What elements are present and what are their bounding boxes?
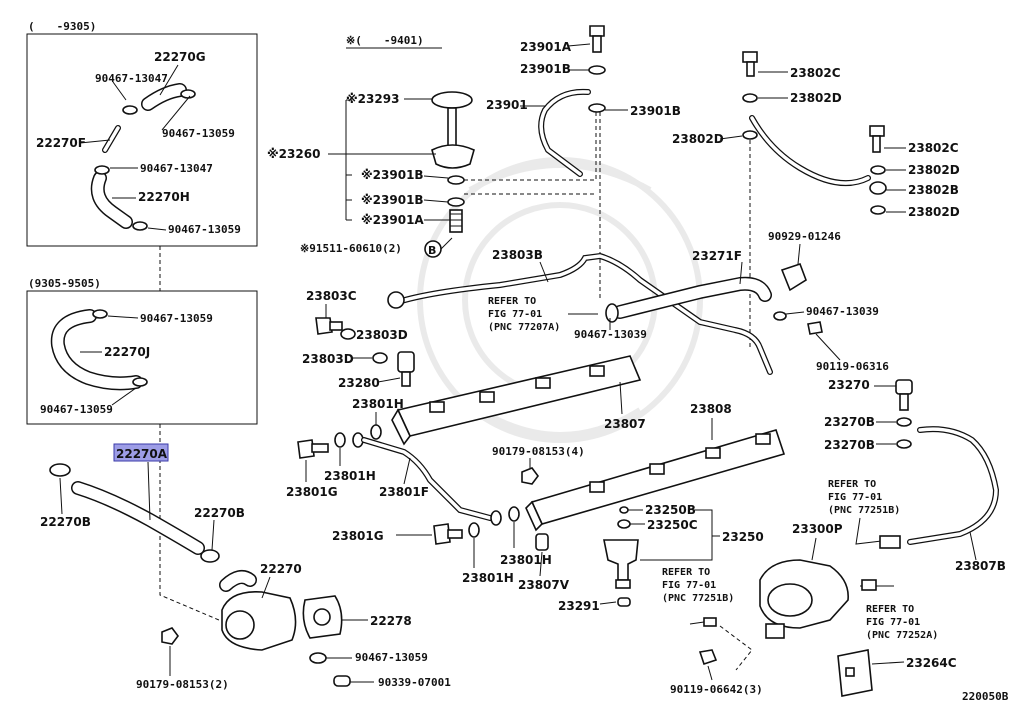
label-23803D-b: 23803D	[302, 352, 354, 366]
pressure-regulator-group: ※( -9401) ※23293 ※23260 ※23901B ※23901B …	[267, 34, 597, 258]
label-23901B-note1: ※23901B	[361, 168, 424, 182]
label-23280: 23280	[338, 376, 380, 390]
label-23802D-c: 23802D	[908, 163, 960, 177]
pnc-77252a: (PNC 77252A)	[866, 630, 938, 641]
pnc-77251b-2: (PNC 77251B)	[828, 505, 900, 516]
fig-77-01-77251b: FIG 77-01	[662, 580, 716, 591]
refer-to-77252a: REFER TO	[866, 604, 914, 615]
fig-77-01-77251b-2: FIG 77-01	[828, 492, 882, 503]
box-pre-9305: ( -9305) 22270G 90467-13047 90467-13059 …	[26, 20, 258, 247]
label-90119-06642-3: 90119-06642(3)	[670, 683, 763, 696]
label-23293: ※23293	[346, 92, 399, 106]
label-23901A: 23901A	[520, 40, 572, 54]
right-side-parts: 23270 23270B 23270B 23807B REFER TO FIG …	[759, 378, 1009, 703]
label-23264C: 23264C	[906, 656, 957, 670]
lower-left-hoses: 22270A 22270B 22270B 22270 22278 90467-1…	[40, 443, 451, 691]
fig-77-01-77252a: FIG 77-01	[866, 617, 920, 628]
label-90467-13059-b: 90467-13059	[168, 223, 241, 236]
label-23801H-c: 23801H	[462, 571, 514, 585]
lower-fittings: 23801G 23801H 23801H 23807V 23250B 23250…	[332, 503, 764, 696]
fuel-rail-23807: 23803C 23803D 23803D 23280 23807 23801H …	[286, 289, 646, 521]
label-90467-13059-c: 90467-13059	[140, 312, 213, 325]
label-22278: 22278	[370, 614, 412, 628]
pnc-77251b: (PNC 77251B)	[662, 593, 734, 604]
label-23271F: 23271F	[692, 249, 742, 263]
label-23801H-a: 23801H	[352, 397, 404, 411]
label-23270B-b: 23270B	[824, 438, 875, 452]
label-23803C: 23803C	[306, 289, 357, 303]
label-23291: 23291	[558, 599, 600, 613]
label-23250C: 23250C	[647, 518, 698, 532]
label-23803D-a: 23803D	[356, 328, 408, 342]
label-23802D-d: 23802D	[908, 205, 960, 219]
label-90467-13047-b: 90467-13047	[140, 162, 213, 175]
label-23807V: 23807V	[518, 578, 570, 592]
label-23807: 23807	[604, 417, 646, 431]
label-90467-13039-a: 90467-13039	[806, 305, 879, 318]
label-23270: 23270	[828, 378, 870, 392]
label-23801G-b: 23801G	[332, 529, 384, 543]
label-22270G: 22270G	[154, 50, 206, 64]
pnc-77207a: (PNC 77207A)	[488, 322, 560, 333]
label-23250B: 23250B	[645, 503, 696, 517]
label-90467-13047-a: 90467-13047	[95, 72, 168, 85]
fuel-tubes-upper: 23803B 23271F REFER TO FIG 77-01 (PNC 77…	[387, 230, 889, 375]
label-23802C-b: 23802C	[908, 141, 959, 155]
label-23803B: 23803B	[492, 248, 543, 262]
label-90929-01246: 90929-01246	[768, 230, 841, 243]
label-23802B: 23802B	[908, 183, 959, 197]
fuel-rail-23808: 23808	[525, 402, 786, 532]
label-90467-13059-d: 90467-13059	[40, 403, 113, 416]
label-23802C-a: 23802C	[790, 66, 841, 80]
label-90179-08153-2: 90179-08153(2)	[136, 678, 229, 691]
label-22270F: 22270F	[36, 136, 86, 150]
fuel-pipe-23802: 23802C 23802D 23802D 23802C 23802D 23802…	[672, 51, 960, 350]
label-23901: 23901	[486, 98, 528, 112]
label-22270: 22270	[260, 562, 302, 576]
label-23300P: 23300P	[792, 522, 843, 536]
box2-range: (9305-9505)	[28, 277, 101, 290]
label-22270B-b: 22270B	[194, 506, 245, 520]
refer-to-77251b: REFER TO	[662, 567, 710, 578]
label-23901A-note: ※23901A	[361, 213, 424, 227]
label-23801H-d: 23801H	[500, 553, 552, 567]
label-23270B-a: 23270B	[824, 415, 875, 429]
label-23901B-note2: ※23901B	[361, 193, 424, 207]
label-23802D-a: 23802D	[790, 91, 842, 105]
label-90467-13039-b: 90467-13039	[574, 328, 647, 341]
figure-id: 220050B	[962, 690, 1009, 703]
label-22270H: 22270H	[138, 190, 190, 204]
label-23801F: 23801F	[379, 485, 429, 499]
label-23801G-a: 23801G	[286, 485, 338, 499]
note-range: ※( -9401)	[346, 34, 424, 47]
label-23250: 23250	[722, 530, 764, 544]
label-90119-06316: 90119-06316	[816, 360, 889, 373]
label-22270J: 22270J	[104, 345, 150, 359]
label-23801H-b: 23801H	[324, 469, 376, 483]
box1-range: ( -9305)	[28, 20, 96, 33]
label-90179-08153-4: 90179-08153(4)	[492, 445, 585, 458]
label-22270B-a: 22270B	[40, 515, 91, 529]
label-22270A: 22270A	[116, 447, 168, 461]
highlight-22270A	[113, 443, 169, 462]
marker-b: B	[428, 244, 436, 257]
label-90339-07001: 90339-07001	[378, 676, 451, 689]
refer-to-77207a: REFER TO	[488, 296, 536, 307]
label-91511-60610: ※91511-60610(2)	[300, 242, 402, 255]
label-23260: ※23260	[267, 147, 320, 161]
label-23808: 23808	[690, 402, 732, 416]
label-90467-13059-a: 90467-13059	[162, 127, 235, 140]
label-23901B-b: 23901B	[630, 104, 681, 118]
label-23802D-b: 23802D	[672, 132, 724, 146]
fuel-pipe-23901: 23901A 23901B 23901 23901B	[486, 25, 681, 300]
label-90467-13059-e: 90467-13059	[355, 651, 428, 664]
label-23901B-a: 23901B	[520, 62, 571, 76]
refer-to-77251b-2: REFER TO	[828, 479, 876, 490]
label-23807B: 23807B	[955, 559, 1006, 573]
fig-77-01-77207a: FIG 77-01	[488, 309, 542, 320]
box-9305-9505: (9305-9505) 90467-13059 22270J 90467-130…	[26, 277, 258, 425]
